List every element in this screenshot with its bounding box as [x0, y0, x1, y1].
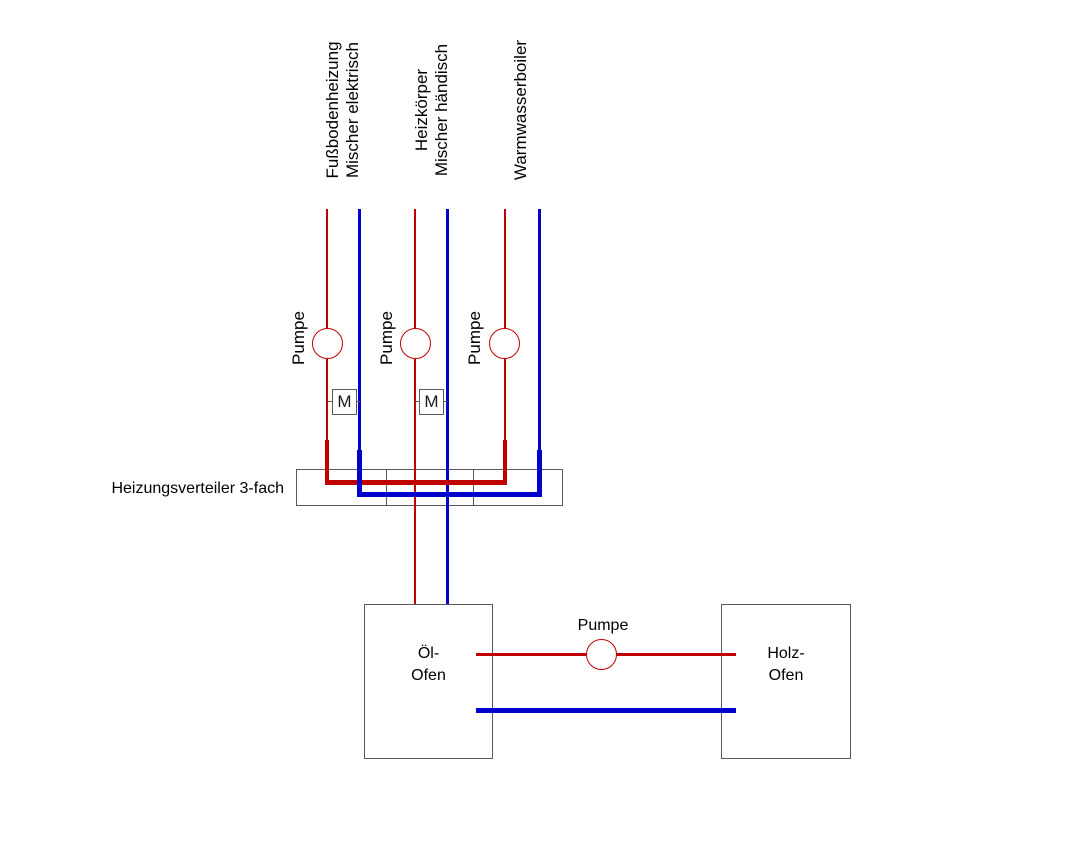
- return-pipe-circuit1: [358, 209, 361, 497]
- wood-boiler-box: Holz- Ofen: [721, 604, 851, 759]
- pump-label-circuit3: Pumpe: [465, 311, 484, 365]
- return-pipe-circuit3: [538, 209, 541, 497]
- mixer-tick: [415, 401, 419, 402]
- mixer-motor-circuit2: M: [419, 389, 444, 415]
- pump-label-circuit1: Pumpe: [289, 311, 308, 365]
- mixer-tick: [328, 401, 332, 402]
- supply-stub-circuit3: [503, 440, 507, 485]
- mixer-motor-circuit1: M: [332, 389, 357, 415]
- pump-circle-circuit1: [312, 328, 343, 359]
- distributor-divider: [386, 470, 387, 505]
- boiler-return-pipe: [476, 708, 736, 713]
- supply-pipe-circuit2: [414, 209, 416, 604]
- oil-boiler-box: Öl- Ofen: [364, 604, 493, 759]
- supply-stub-circuit1: [325, 440, 329, 485]
- return-bus: [357, 492, 542, 497]
- pump-label-circuit2: Pumpe: [377, 311, 396, 365]
- return-stub-circuit1: [357, 450, 362, 497]
- transfer-pump-label: Pumpe: [577, 617, 629, 634]
- circuit-label-warmwasserboiler: Warmwasserboiler: [511, 39, 530, 181]
- pump-circle-circuit2: [400, 328, 431, 359]
- mixer-tick: [443, 401, 447, 402]
- distributor-box: [296, 469, 563, 506]
- mixer-tick: [356, 401, 360, 402]
- distributor-divider: [473, 470, 474, 505]
- distributor-label: Heizungsverteiler 3-fach: [111, 480, 284, 497]
- circuit-label-heizkoerper: Heizkörper Mischer händisch: [412, 43, 451, 177]
- oil-boiler-label: Öl- Ofen: [411, 645, 446, 684]
- return-stub-circuit3: [537, 450, 542, 497]
- wood-boiler-label: Holz- Ofen: [767, 645, 805, 684]
- supply-bus: [325, 480, 507, 485]
- transfer-pump-circle: [586, 639, 617, 670]
- circuit-label-fussbodenheizung: Fußbodenheizung Mischer elektrisch: [323, 41, 362, 179]
- pump-circle-circuit3: [489, 328, 520, 359]
- return-pipe-circuit2: [446, 209, 449, 604]
